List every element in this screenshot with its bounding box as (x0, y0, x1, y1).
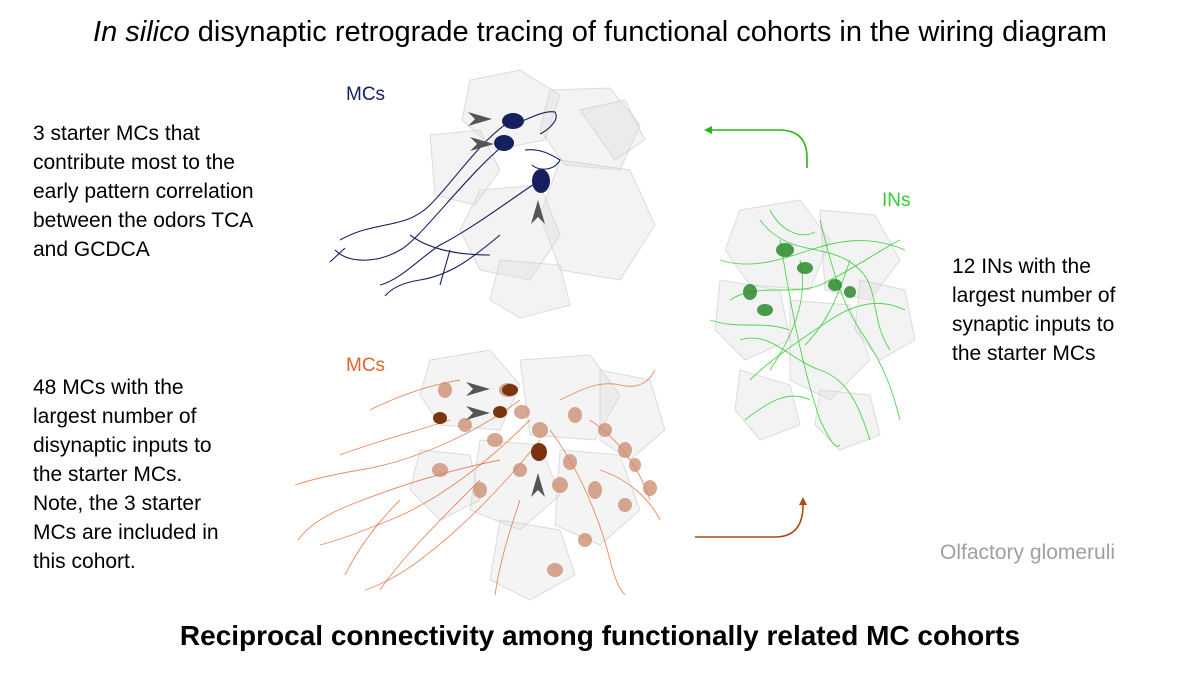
ins-label: INs (882, 190, 911, 212)
starter-mcs-description: 3 starter MCs that contribute most to th… (33, 119, 254, 264)
mcs-top-label: MCs (346, 84, 385, 106)
mc-cohort-description: 48 MCs with the largest number of disyna… (33, 373, 219, 576)
mc-cohort-panel (295, 350, 665, 600)
mc-to-in-arrow (695, 501, 803, 537)
ins-line: the starter MCs (952, 339, 1115, 368)
mc-cohort-line: MCs are included in (33, 518, 219, 547)
starter-mcs-line: early pattern correlation (33, 177, 254, 206)
figure-footer: Reciprocal connectivity among functional… (0, 620, 1200, 652)
starter-mcs-panel (330, 70, 655, 318)
mc-cohort-line: 48 MCs with the (33, 373, 219, 402)
mc-cohort-line: this cohort. (33, 547, 219, 576)
mc-cohort-line: largest number of (33, 402, 219, 431)
ins-line: largest number of (952, 281, 1115, 310)
ins-panel (710, 200, 915, 450)
ins-line: synaptic inputs to (952, 310, 1115, 339)
in-to-mc-arrow (708, 130, 807, 168)
glomeruli-label: Olfactory glomeruli (940, 541, 1115, 565)
mc-cohort-line: disynaptic inputs to (33, 431, 219, 460)
ins-description: 12 INs with the largest number of synapt… (952, 252, 1115, 368)
ins-line: 12 INs with the (952, 252, 1115, 281)
starter-mcs-line: 3 starter MCs that (33, 119, 254, 148)
starter-mcs-line: between the odors TCA (33, 206, 254, 235)
starter-mcs-line: and GCDCA (33, 235, 254, 264)
glomeruli-volumes-top (430, 70, 655, 318)
mc-cohort-line: Note, the 3 starter (33, 489, 219, 518)
mc-cohort-line: the starter MCs. (33, 460, 219, 489)
mcs-bottom-label: MCs (346, 355, 385, 377)
starter-mcs-line: contribute most to the (33, 148, 254, 177)
